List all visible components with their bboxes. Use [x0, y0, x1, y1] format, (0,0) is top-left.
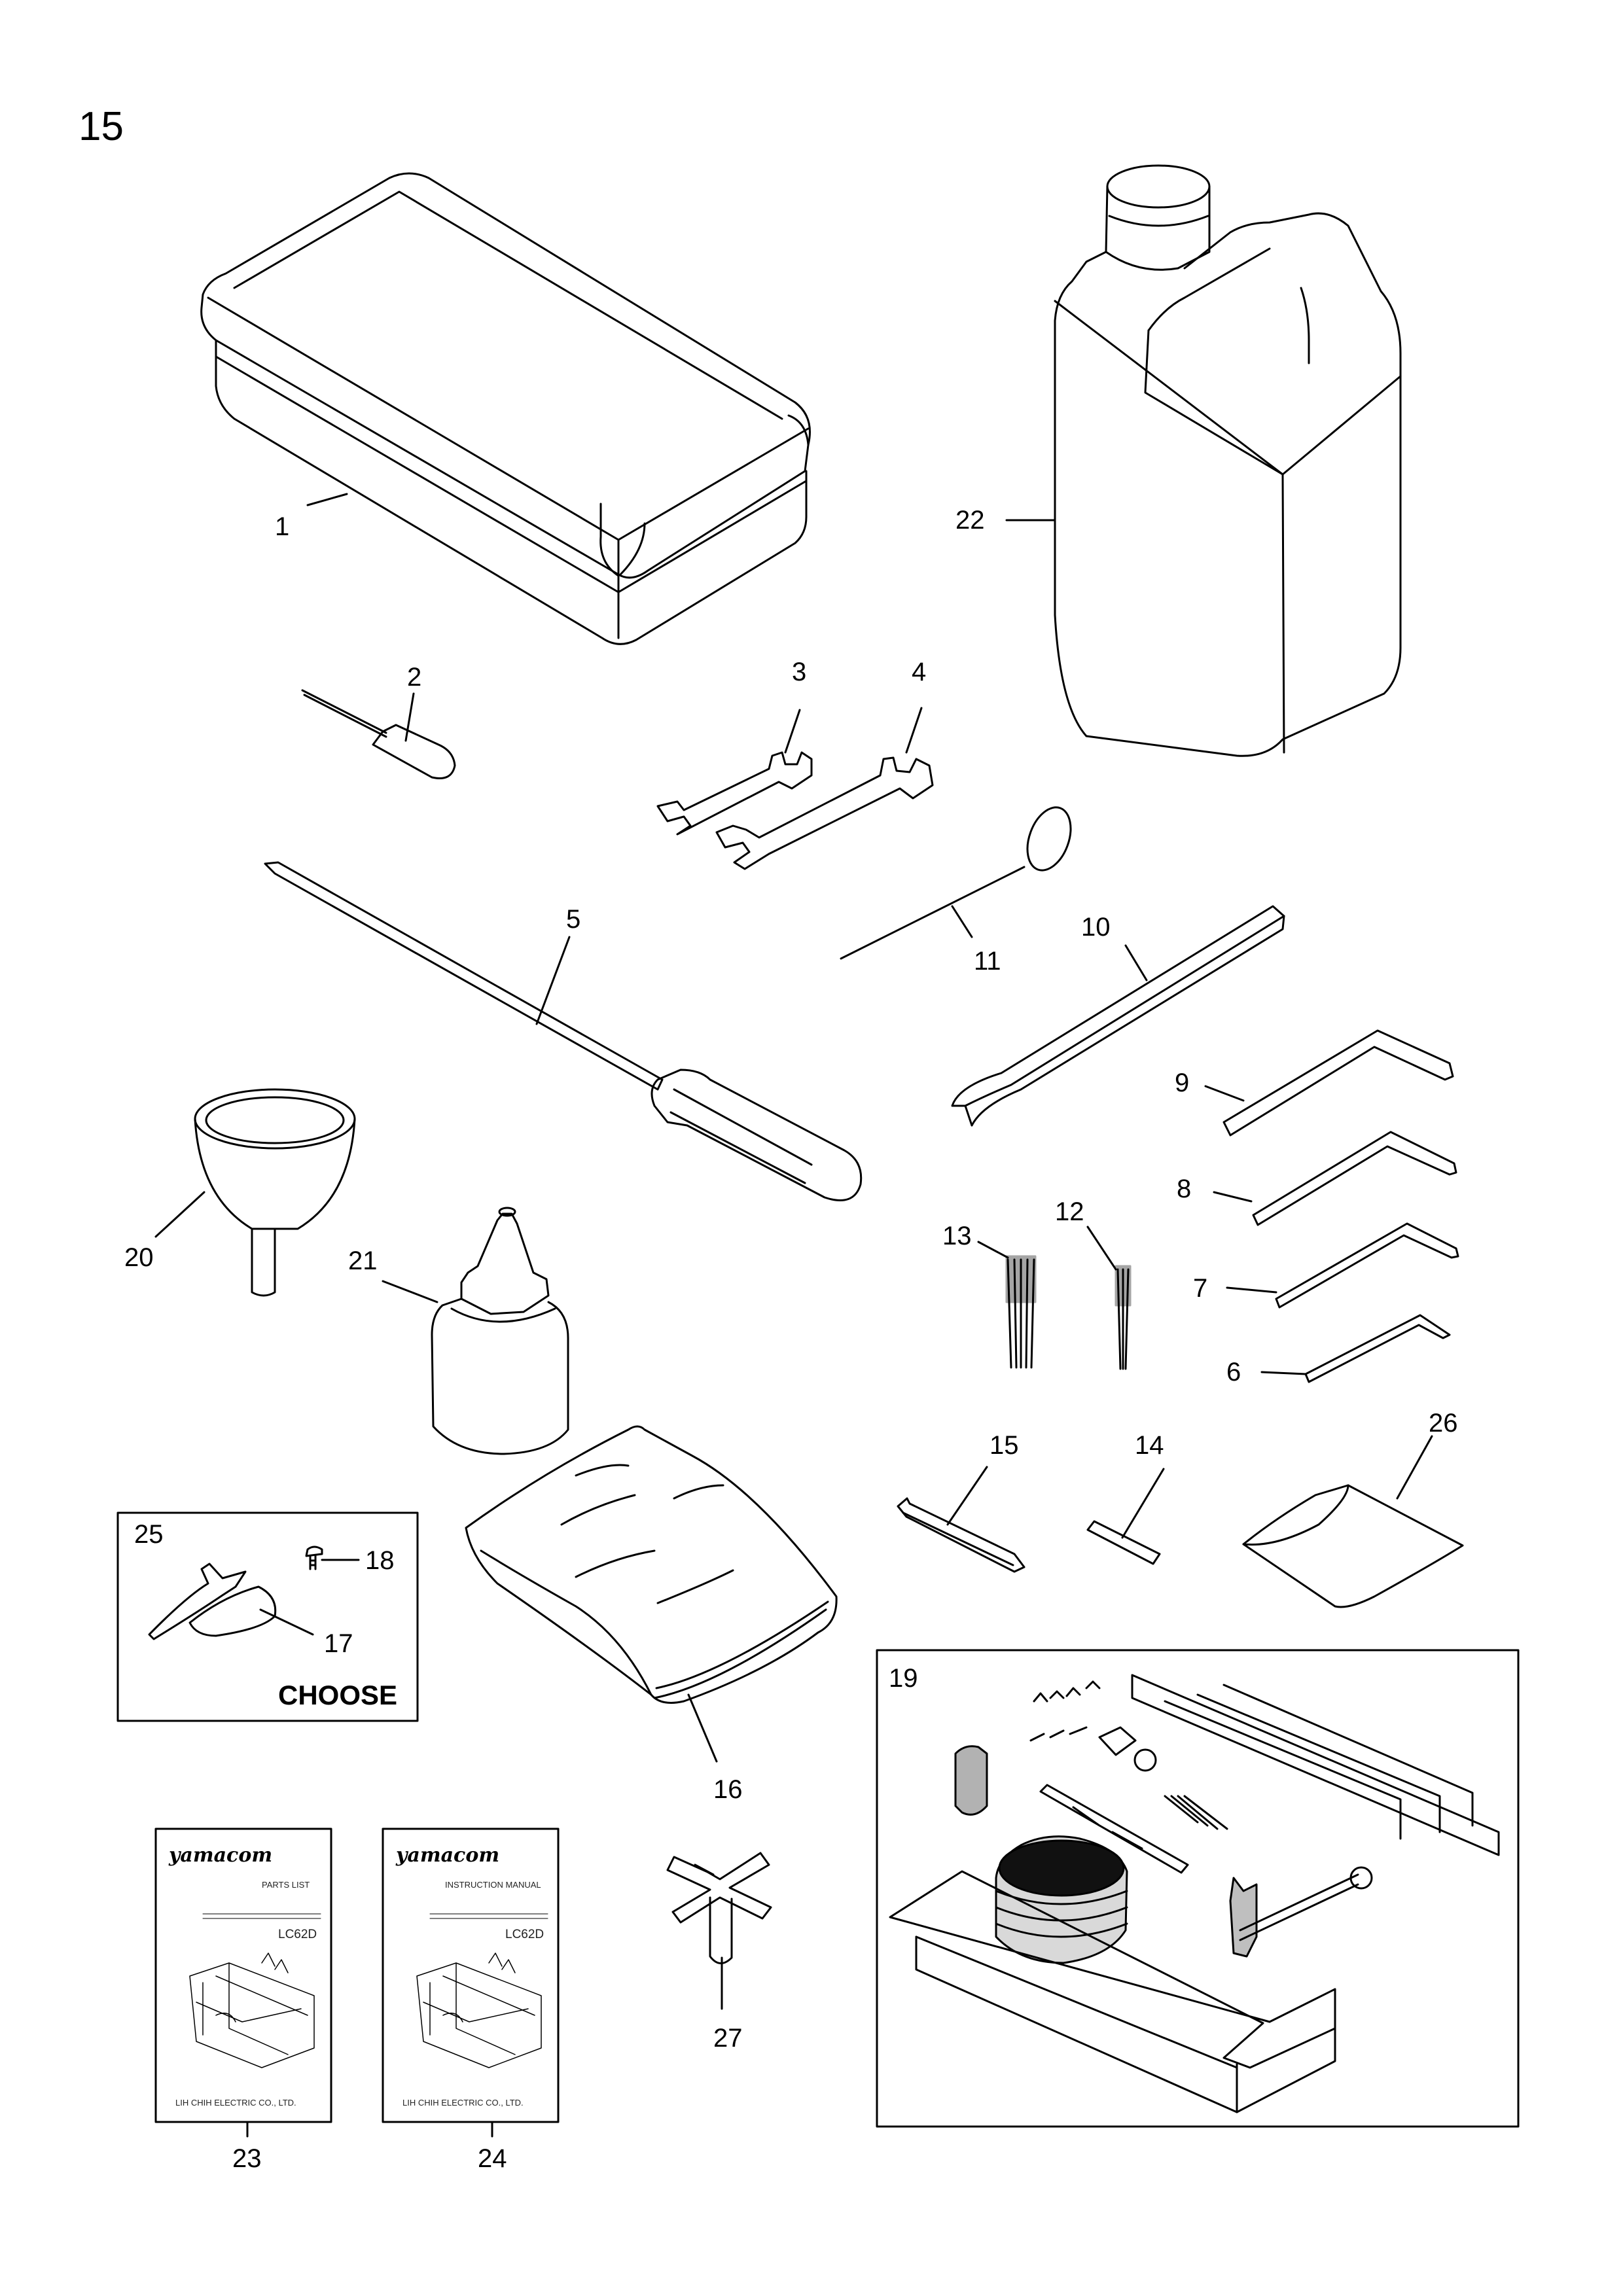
needle-bundle [1005, 1255, 1037, 1369]
leader-12 [1086, 1226, 1117, 1271]
leader-6 [1260, 1371, 1307, 1375]
leader-21 [382, 1280, 438, 1303]
instruction-manual: yamacom INSTRUCTION MANUAL LC62D LIH CHI… [382, 1828, 560, 2123]
choose-label: CHOOSE [278, 1680, 397, 1710]
small-screwdriver [301, 689, 456, 779]
parts-bag [1242, 1484, 1464, 1608]
leader-20 [154, 1191, 205, 1238]
callout-26: 26 [1429, 1409, 1458, 1438]
callout-4: 4 [912, 658, 926, 686]
callout-5: 5 [566, 905, 580, 934]
leader-16 [687, 1693, 718, 1763]
leader-17 [259, 1608, 314, 1636]
callout-16: 16 [713, 1775, 743, 1804]
callout-18: 18 [365, 1546, 395, 1575]
leader-7 [1226, 1286, 1277, 1294]
oil-container [1054, 164, 1402, 757]
callout-7: 7 [1193, 1274, 1207, 1303]
callout-13: 13 [942, 1222, 972, 1250]
leader-9 [1204, 1085, 1245, 1102]
cleaning-brush [840, 806, 1072, 960]
parts-list-title: PARTS LIST [262, 1880, 310, 1890]
instruction-manual-company: LIH CHIH ELECTRIC CO., LTD. [402, 2098, 524, 2108]
callout-21: 21 [348, 1246, 378, 1275]
leader-4 [905, 707, 923, 754]
leader-2 [404, 692, 415, 742]
callout-9: 9 [1175, 1069, 1189, 1097]
leader-26 [1396, 1435, 1433, 1500]
callout-1: 1 [275, 512, 289, 541]
callout-14: 14 [1135, 1431, 1164, 1460]
wrench-large [715, 756, 934, 870]
threading-cross [666, 1852, 772, 1964]
callout-22: 22 [955, 506, 985, 535]
hex-key-7 [1275, 1222, 1459, 1309]
hex-key-8 [1252, 1131, 1457, 1226]
leader-5 [535, 936, 571, 1025]
callout-27: 27 [713, 2024, 743, 2053]
long-screwdriver [264, 861, 863, 1201]
callout-3: 3 [792, 658, 806, 686]
leader-10 [1124, 944, 1148, 981]
instruction-manual-title: INSTRUCTION MANUAL [445, 1880, 541, 1890]
callout-2: 2 [407, 663, 421, 692]
callout-17: 17 [324, 1629, 353, 1658]
instruction-manual-brand: yamacom [395, 1844, 499, 1867]
leader-3 [784, 709, 801, 754]
leader-1 [306, 493, 348, 506]
parts-list-company: LIH CHIH ELECTRIC CO., LTD. [175, 2098, 296, 2108]
parts-list-manual: yamacom PARTS LIST LC62D LIH CHIH ELECTR… [154, 1828, 332, 2123]
leader-14 [1121, 1468, 1165, 1539]
callout-6: 6 [1226, 1358, 1241, 1386]
leader-11 [951, 905, 973, 938]
option-box-25 [116, 1511, 419, 1722]
leader-8 [1213, 1191, 1253, 1203]
hex-key-9 [1222, 1029, 1454, 1137]
parts-list-model: LC62D [278, 1928, 317, 1941]
cleaning-cloth [465, 1425, 838, 1704]
callout-8: 8 [1177, 1174, 1191, 1203]
gauge-plate [897, 1497, 1026, 1573]
wrench-small [656, 751, 813, 836]
storage-box [200, 172, 811, 645]
callout-23: 23 [232, 2144, 262, 2173]
callout-11: 11 [974, 947, 1001, 976]
tool-kit-19 [876, 1649, 1520, 2128]
tweezers [951, 905, 1285, 1127]
callout-10: 10 [1081, 913, 1111, 942]
page-number: 15 [79, 104, 124, 149]
callout-25: 25 [134, 1520, 164, 1549]
oiler-bottle [431, 1207, 569, 1455]
leader-15 [946, 1466, 988, 1526]
callout-19: 19 [889, 1664, 918, 1693]
hex-key-6 [1304, 1314, 1451, 1383]
callout-24: 24 [478, 2144, 507, 2173]
instruction-manual-model: LC62D [505, 1928, 544, 1941]
callout-15: 15 [990, 1431, 1019, 1460]
leader-13 [977, 1241, 1009, 1259]
funnel [194, 1088, 356, 1297]
callout-20: 20 [124, 1243, 154, 1272]
small-plate [1086, 1520, 1161, 1565]
callout-12: 12 [1055, 1197, 1084, 1226]
parts-list-brand: yamacom [168, 1844, 272, 1867]
needles [1115, 1265, 1132, 1370]
